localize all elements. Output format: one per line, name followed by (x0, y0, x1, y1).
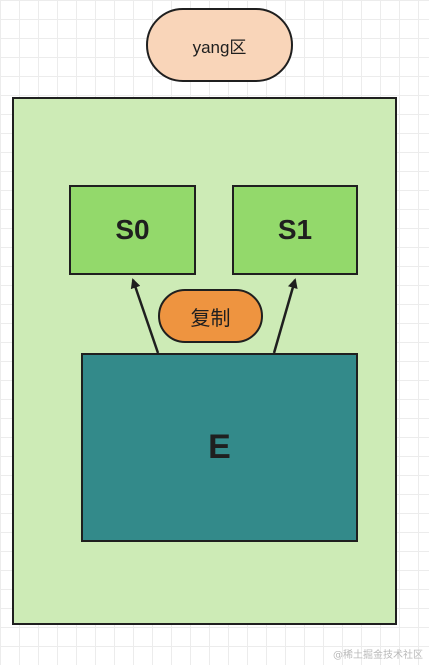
young-generation-label-pill: yang区 (146, 8, 293, 82)
survivor-s0-label: S0 (115, 214, 150, 245)
copy-label: 复制 (190, 307, 231, 330)
survivor-s1-label: S1 (277, 214, 313, 245)
eden-box: E (81, 353, 358, 542)
watermark-text: @稀土掘金技术社区 (333, 650, 423, 661)
survivor-s0-box: S0 (69, 185, 196, 275)
survivor-s1-box: S1 (232, 185, 358, 275)
eden-label: E (208, 428, 231, 466)
copy-label-pill: 复制 (158, 289, 263, 343)
young-generation-label: yang区 (192, 37, 247, 57)
